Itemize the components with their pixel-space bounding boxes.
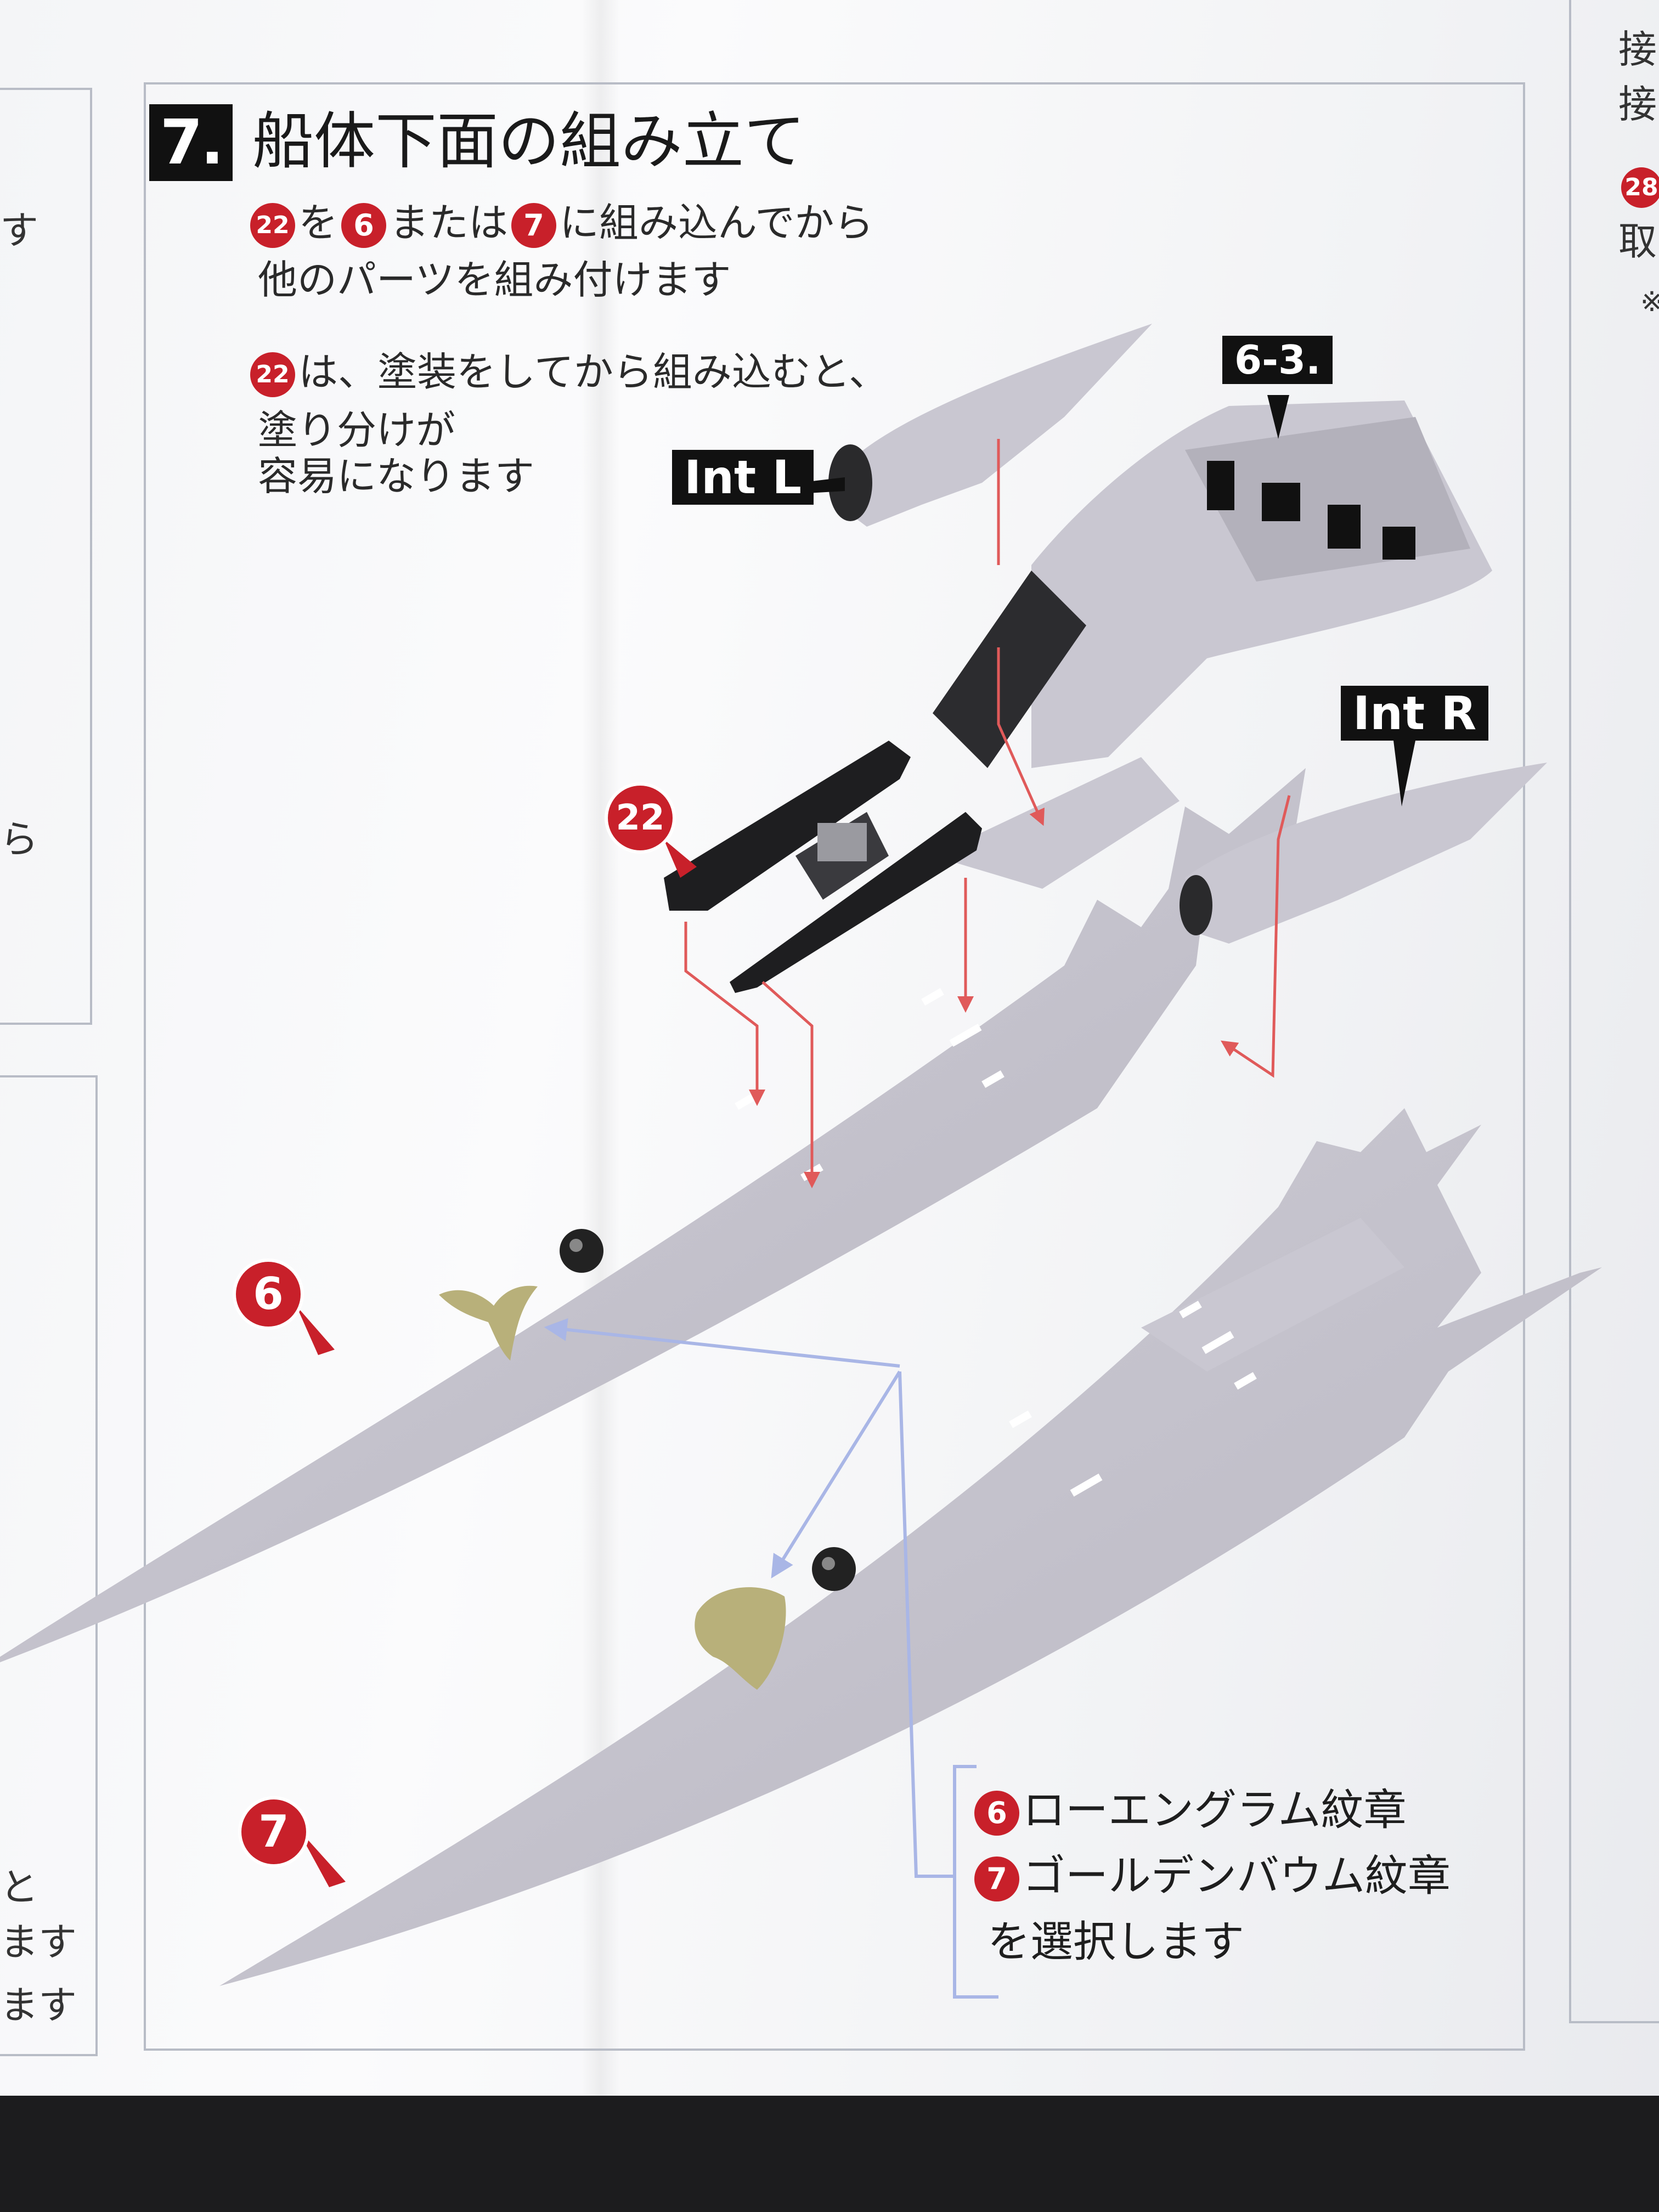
left-column-frame-bottom <box>0 1075 98 2056</box>
label-int-r: Int R <box>1341 686 1489 741</box>
legend-text: ローエングラム紋章 <box>1023 1786 1407 1835</box>
emblem-selection-lines <box>544 1318 955 1878</box>
part-badge-22: 22 <box>250 352 295 398</box>
left-edge-text: ます <box>0 1920 77 1965</box>
step-frame <box>144 82 1525 2051</box>
label-6-3: 6-3. <box>1222 336 1333 384</box>
hull-7-port <box>812 1547 856 1591</box>
instruction-text: は、塗装をしてから組み込むと、 <box>298 349 888 395</box>
right-edge-text: 取 <box>1618 219 1657 264</box>
assembly-guide-lines <box>684 439 1291 1188</box>
hull-part-6 <box>0 757 1306 1662</box>
part-int-r <box>1180 763 1547 944</box>
instruction-text: または <box>390 200 509 246</box>
right-edge-note: ※ <box>1640 280 1659 324</box>
instruction-text: を <box>298 200 338 246</box>
instruction-line-2: 他のパーツを組み付けます <box>258 257 731 303</box>
instruction-line-5: 容易になります <box>258 453 535 499</box>
callout-part-7: 7 <box>241 1799 306 1864</box>
left-edge-text: ます <box>0 1983 77 2028</box>
left-edge-text: ら <box>0 817 38 862</box>
part-int-l <box>828 324 1152 527</box>
instruction-line-4: 塗り分けが <box>258 407 456 453</box>
part-badge-6: 6 <box>974 1790 1019 1836</box>
right-edge-text: 接 <box>1618 82 1657 127</box>
part-cockpit <box>933 400 1492 768</box>
hull-6-port <box>560 1229 603 1273</box>
legend-item-3: を選択します <box>988 1917 1245 1967</box>
right-column-frame <box>1569 0 1659 2023</box>
emblem-goldenbaum <box>695 1587 786 1690</box>
callout-tails <box>296 839 697 1887</box>
part-badge-7: 7 <box>974 1856 1019 1901</box>
part-badge-22: 22 <box>250 203 295 249</box>
step-title: 船体下面の組み立て <box>252 106 805 177</box>
right-edge-text: 接 <box>1618 27 1657 72</box>
left-column-frame-top <box>0 88 92 1025</box>
callout-part-22: 22 <box>608 786 673 850</box>
emblem-lohengramm <box>439 1285 538 1361</box>
label-int-l: Int L <box>672 450 814 505</box>
hull-part-7 <box>219 1108 1602 1986</box>
legend-text: ゴールデンバウム紋章 <box>1023 1852 1451 1901</box>
right-edge-badge: 28 <box>1621 167 1659 208</box>
left-edge-text: と <box>0 1865 38 1910</box>
legend-bracket <box>953 1765 998 1999</box>
instruction-text: に組み込んでから <box>560 200 874 246</box>
part-badge-6: 6 <box>341 203 387 249</box>
step-number: 7. <box>149 104 233 181</box>
hull-6-port-highlight <box>569 1239 583 1252</box>
hull-7-port-highlight <box>822 1557 835 1570</box>
part-22-frame <box>664 741 982 993</box>
callout-part-6: 6 <box>236 1262 301 1327</box>
left-edge-text: す <box>0 208 38 253</box>
part-badge-7: 7 <box>511 203 557 249</box>
exploded-assembly-illustration <box>0 324 1602 1999</box>
